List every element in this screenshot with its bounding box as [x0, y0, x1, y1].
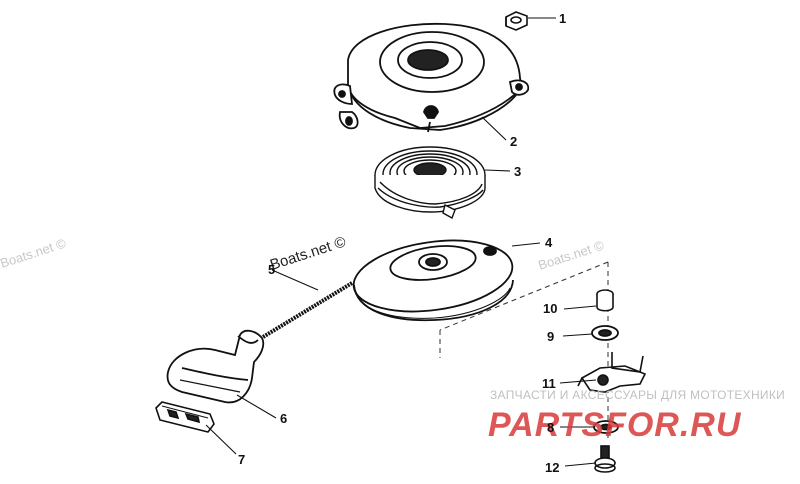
watermark-boats-left: Boats.net © — [0, 235, 68, 270]
callout-1: 1 — [559, 11, 566, 26]
banner-brand: PARTSFOR.RU — [488, 406, 742, 444]
part-7-insert — [155, 401, 215, 433]
part-2-housing — [333, 22, 530, 133]
part-9-washer — [591, 325, 619, 341]
part-3-spring — [374, 146, 486, 220]
part-10-bushing — [596, 289, 614, 312]
part-6-handle — [166, 329, 265, 404]
callout-3: 3 — [514, 164, 521, 179]
callout-4: 4 — [545, 235, 553, 250]
callout-6: 6 — [280, 411, 287, 426]
callout-12: 12 — [545, 460, 559, 475]
watermark-boats-center: Boats.net © — [268, 233, 348, 273]
callout-7: 7 — [238, 452, 245, 467]
callout-2: 2 — [510, 134, 517, 149]
part-11-pawl — [577, 352, 647, 393]
part-1-nut — [505, 11, 528, 31]
callout-8: 8 — [547, 420, 554, 435]
callout-11: 11 — [542, 376, 556, 391]
callout-9: 9 — [547, 329, 554, 344]
banner-tagline: ЗАПЧАСТИ И АКСЕССУАРЫ ДЛЯ МОТОТЕХНИКИ — [490, 388, 785, 402]
part-12-screw — [594, 445, 616, 473]
callout-5: 5 — [268, 262, 275, 277]
callout-10: 10 — [543, 301, 557, 316]
part-5-rope — [256, 281, 354, 342]
leader-lines — [205, 17, 597, 467]
part-4-pulley — [352, 239, 514, 322]
